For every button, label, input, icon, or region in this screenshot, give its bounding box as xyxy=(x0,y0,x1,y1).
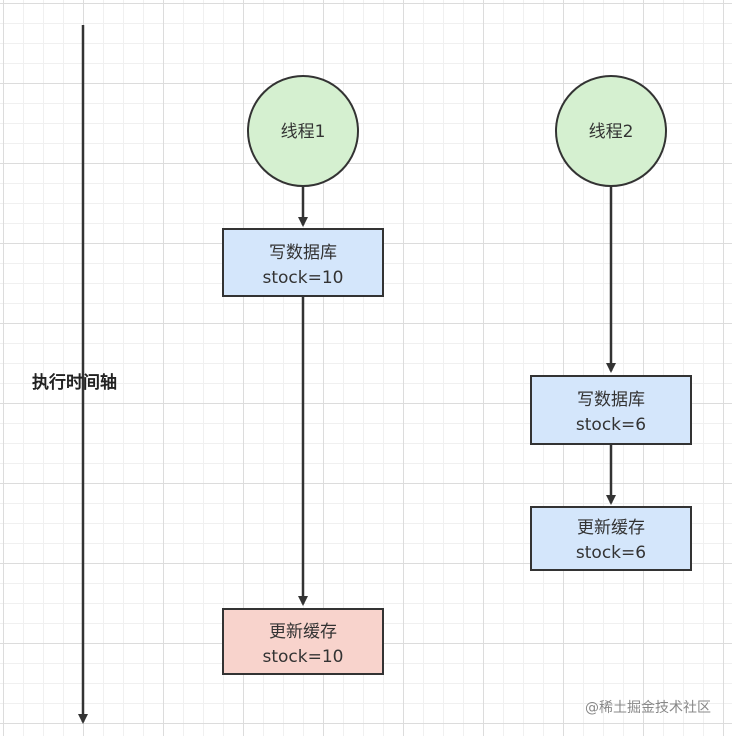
thread2-write-db-value: stock=6 xyxy=(576,415,646,435)
thread1-update-cache-box xyxy=(222,608,384,675)
thread1-write-db-value: stock=10 xyxy=(263,268,344,288)
thread1-update-cache-value: stock=10 xyxy=(263,647,344,667)
thread1-label: 线程1 xyxy=(281,122,326,142)
thread1-update-cache-title: 更新缓存 xyxy=(269,622,337,642)
thread1-write-db-box xyxy=(222,228,384,297)
thread2-update-cache-value: stock=6 xyxy=(576,543,646,563)
thread2-update-cache-title: 更新缓存 xyxy=(577,518,645,538)
thread1-write-db-title: 写数据库 xyxy=(269,243,337,263)
time-axis-label: 执行时间轴 xyxy=(32,372,117,393)
thread2-write-db-title: 写数据库 xyxy=(577,390,645,410)
thread2-label: 线程2 xyxy=(589,122,634,142)
thread2-update-cache-box xyxy=(530,506,692,571)
watermark-text: @稀土掘金技术社区 xyxy=(585,700,711,716)
